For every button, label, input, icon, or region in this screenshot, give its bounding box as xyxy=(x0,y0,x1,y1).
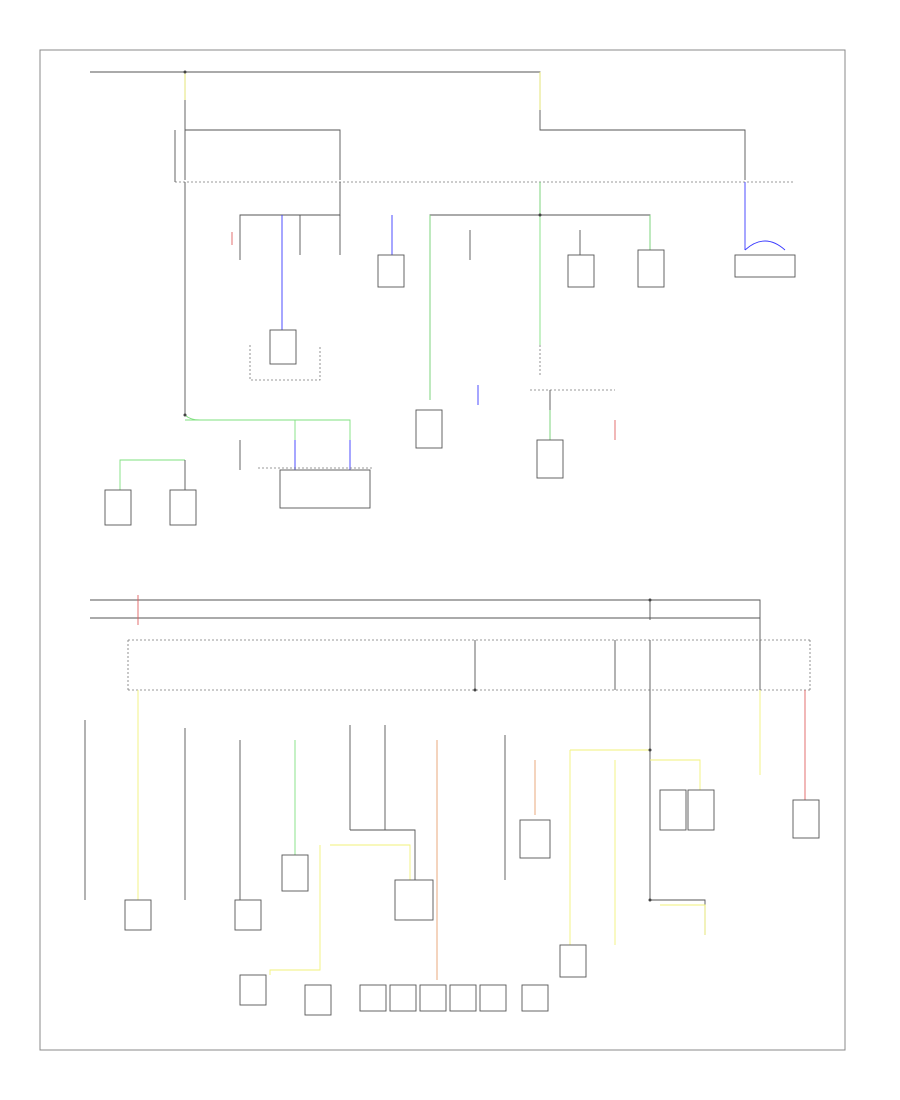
relay-mid-1 xyxy=(415,409,443,449)
relay-b-4 xyxy=(394,879,434,921)
relay-b-10 xyxy=(239,974,267,1006)
relay-b-3 xyxy=(281,854,309,892)
relay-b-6 xyxy=(559,944,587,978)
center-relay xyxy=(269,329,297,365)
relay-top-1 xyxy=(377,254,405,288)
relay-b-9 xyxy=(792,799,820,839)
relay-b-8 xyxy=(687,789,715,831)
relay-b-11 xyxy=(304,984,332,1016)
diagram-frame xyxy=(39,49,846,1051)
relay-b-5 xyxy=(519,819,551,859)
fusible-link-box xyxy=(279,469,371,509)
bottom-power-bus xyxy=(90,599,761,650)
relay-b-1 xyxy=(124,899,152,931)
ground-cell-row xyxy=(359,984,549,1012)
headlight-relay-top xyxy=(734,254,796,278)
relay-mid-2 xyxy=(536,439,564,479)
top-section xyxy=(90,71,796,526)
relay-left-2 xyxy=(169,489,197,526)
relay-left-1 xyxy=(104,489,132,526)
relay-top-3 xyxy=(637,249,665,288)
top-power-bus xyxy=(90,71,541,110)
relay-b-2 xyxy=(234,899,262,931)
relay-top-2 xyxy=(567,254,595,288)
relay-b-7 xyxy=(659,789,687,831)
bottom-section xyxy=(84,70,820,1016)
junction-nodes xyxy=(183,70,652,902)
